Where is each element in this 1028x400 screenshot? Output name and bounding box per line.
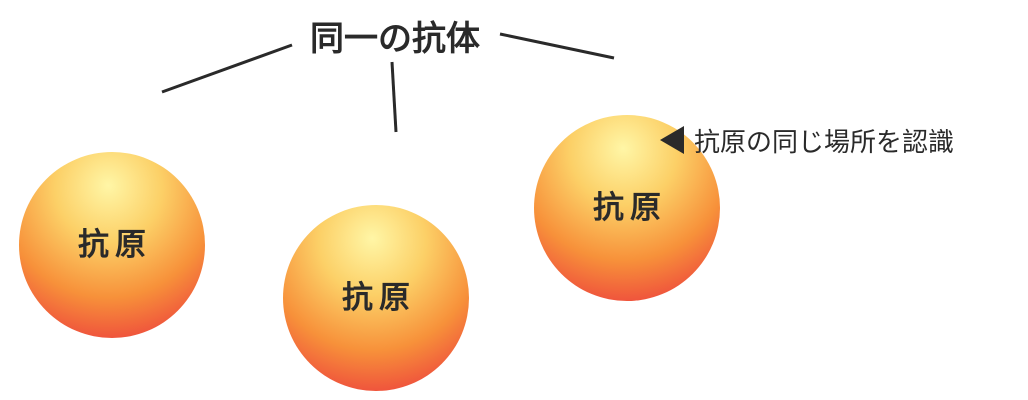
- antigen-left: 抗原: [19, 152, 205, 338]
- antigen-label: 抗原: [342, 280, 416, 316]
- annotation-text: 抗原の同じ場所を認識: [694, 128, 954, 158]
- connector-line-middle: [392, 62, 396, 132]
- title: 同一の抗体: [310, 19, 480, 59]
- antigen-right: 抗原: [534, 115, 720, 301]
- antigen-label: 抗原: [78, 227, 152, 263]
- connector-line-right: [500, 34, 614, 58]
- antigen-middle: 抗原: [283, 205, 469, 391]
- connector-line-left: [162, 45, 292, 92]
- antibody-icon: [74, 88, 155, 158]
- antigen-label: 抗原: [593, 190, 667, 226]
